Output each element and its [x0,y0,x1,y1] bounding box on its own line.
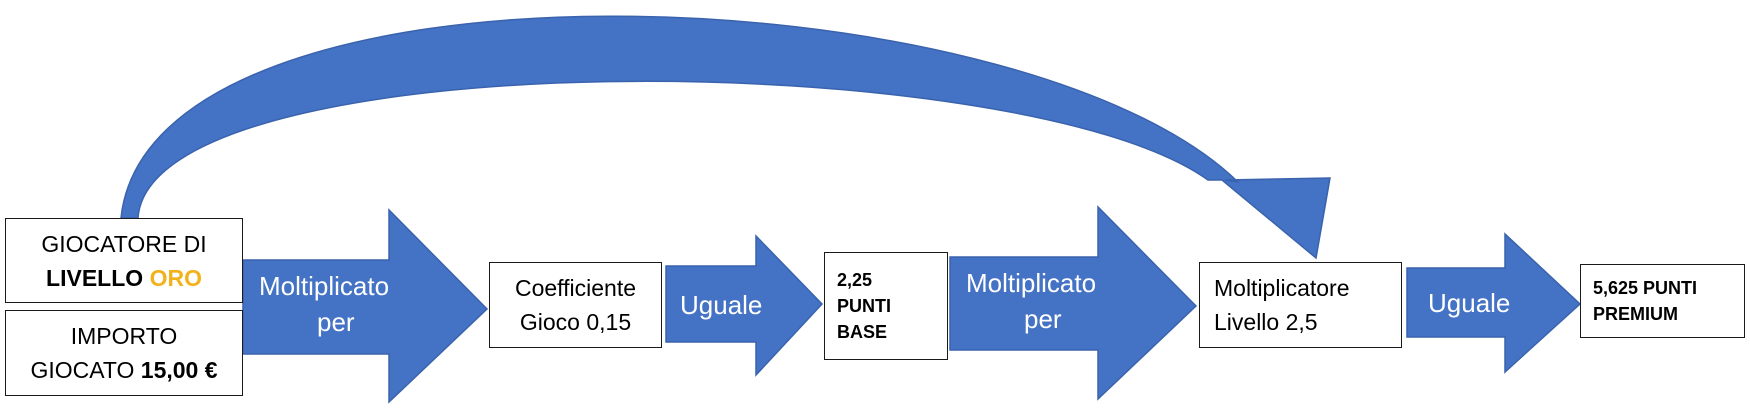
amount-line2: GIOCATO 15,00 € [30,353,217,387]
multiply-arrow-2-label: Moltiplicato per [966,265,1096,337]
premium-points-box: 5,625 PUNTI PREMIUM [1580,264,1745,338]
player-level-line2: LIVELLO ORO [46,261,202,295]
amount-value: 15,00 € [140,357,218,383]
base-points-line2: PUNTI [837,296,891,316]
multiply-arrow-1-shape [242,208,489,404]
multiply-arrow-1-line2: per [317,307,355,337]
base-points-line1: 2,25 [837,270,873,290]
player-level-bold: LIVELLO [46,264,144,291]
premium-points-line1: 5,625 PUNTI [1593,278,1698,298]
amount-line1: IMPORTO [70,323,178,349]
player-level-line1: GIOCATORE DI [41,230,207,257]
player-level-box: GIOCATORE DI LIVELLO ORO [5,218,243,303]
equals-arrow-2-label: Uguale [1428,285,1510,321]
level-multiplier-box: Moltiplicatore Livello 2,5 [1199,262,1402,348]
equals-arrow-2-text: Uguale [1428,288,1511,318]
amount-played-box: IMPORTO GIOCATO 15,00 € [5,310,243,396]
multiply-arrow-2-line2: per [1024,304,1062,334]
base-points-line3: BASE [837,322,888,342]
premium-points-line2: PREMIUM [1593,304,1678,324]
equals-arrow-1-text: Uguale [680,290,763,320]
multiply-arrow-1-label: Moltiplicato per [259,268,389,340]
coefficient-line1: Coefficiente [514,275,637,301]
coefficient-box: Coefficiente Gioco 0,15 [489,262,662,348]
level-multiplier-line1: Moltiplicatore [1214,275,1350,301]
multiply-arrow-1-line1: Moltiplicato [259,271,390,301]
base-points-box: 2,25 PUNTI BASE [824,252,948,360]
equals-arrow-1-label: Uguale [680,287,762,323]
curved-arc-arrow [120,15,1331,260]
amount-label: GIOCATO [30,357,135,383]
coefficient-line2: Gioco 0,15 [519,309,632,335]
equals-arrow-2-shape [1406,232,1582,374]
player-level-highlight: ORO [149,264,202,291]
level-multiplier-line2: Livello 2,5 [1214,309,1318,335]
multiply-arrow-2-line1: Moltiplicato [966,268,1097,298]
multiply-arrow-2-shape [949,205,1198,401]
equals-arrow-1-shape [665,234,824,377]
